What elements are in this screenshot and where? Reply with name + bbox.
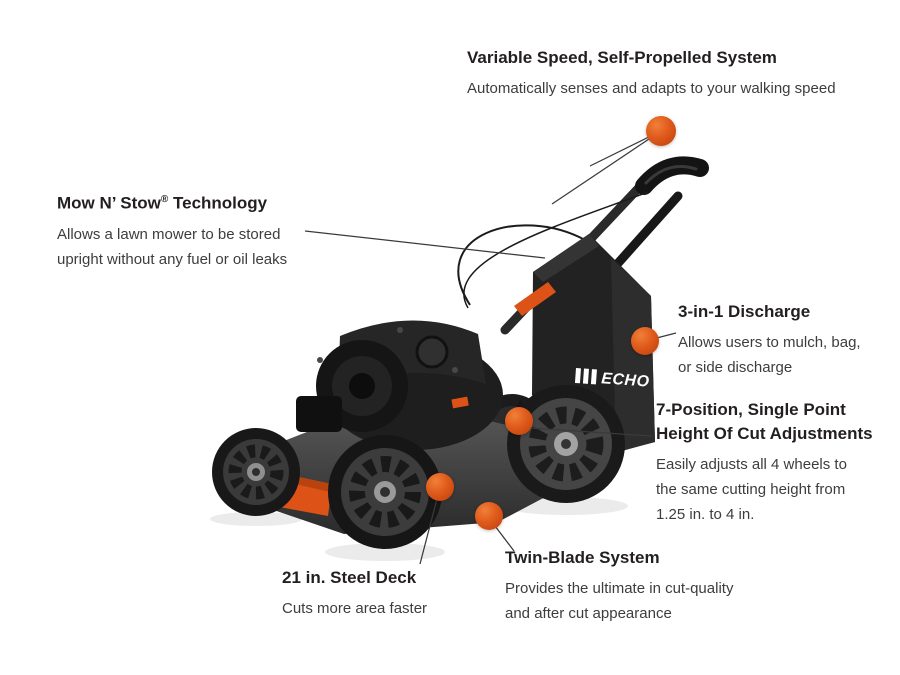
- callout-dot-height-of-cut: [505, 407, 533, 435]
- callout-title: Twin-Blade System: [505, 548, 660, 567]
- bag-handle-accent: [514, 282, 556, 316]
- callout-description: Provides the ultimate in cut-quality and…: [505, 580, 734, 622]
- callout-steel-deck: 21 in. Steel Deck Cuts more area faster: [282, 566, 427, 621]
- engine: [296, 320, 503, 450]
- callout-description: Allows users to mulch, bag, or side disc…: [678, 334, 861, 376]
- callout-title: Variable Speed, Self-Propelled System: [467, 48, 777, 67]
- echo-logo-text: ECHO: [601, 370, 650, 390]
- connector-height-of-cut: [529, 427, 653, 437]
- callout-variable-speed: Variable Speed, Self-Propelled System Au…: [467, 46, 836, 101]
- callout-description: Cuts more area faster: [282, 600, 428, 617]
- callout-discharge: 3-in-1 Discharge Allows users to mulch, …: [678, 300, 861, 380]
- callout-dot-discharge: [631, 327, 659, 355]
- callout-dot-twin-blade: [475, 502, 503, 530]
- callout-mow-n-stow: Mow N’ Stow® Technology Allows a lawn mo…: [57, 188, 287, 272]
- connector-variable-speed-a: [551, 130, 662, 205]
- wheel-rear-right: [507, 385, 625, 503]
- callout-title: 3-in-1 Discharge: [678, 302, 811, 321]
- callout-dot-steel-deck: [426, 473, 454, 501]
- callout-title: Mow N’ Stow® Technology: [57, 193, 268, 213]
- connector-mow-n-stow: [304, 230, 546, 259]
- callout-title: 7-Position, Single Point Height Of Cut A…: [656, 400, 873, 443]
- callout-description: Allows a lawn mower to be stored upright…: [57, 225, 288, 268]
- echo-logo: ECHO: [574, 368, 650, 391]
- wheel-front-left: [212, 428, 300, 516]
- callout-dot-variable-speed: [646, 116, 676, 146]
- connector-steel-deck: [419, 494, 439, 565]
- callout-description: Automatically senses and adapts to your …: [467, 80, 836, 97]
- callout-twin-blade: Twin-Blade System Provides the ultimate …: [505, 546, 733, 626]
- wheel-rear-left: [328, 435, 442, 549]
- callout-height-of-cut: 7-Position, Single Point Height Of Cut A…: [656, 398, 873, 527]
- callout-description: Easily adjusts all 4 wheels to the same …: [656, 456, 847, 523]
- callout-title: 21 in. Steel Deck: [282, 568, 417, 587]
